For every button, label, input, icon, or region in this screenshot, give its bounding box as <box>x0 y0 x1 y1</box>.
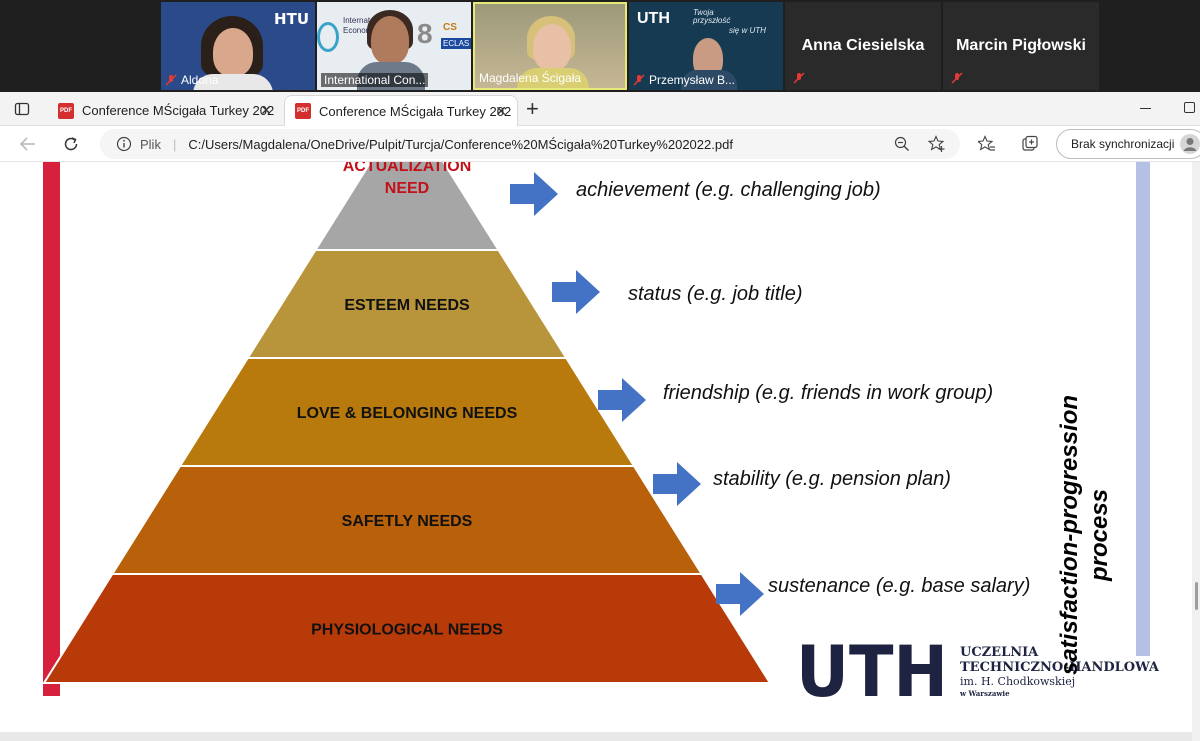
conference-cs-text: CS <box>443 22 457 33</box>
participant-name: Aldona <box>165 73 218 87</box>
side-label-line: satisfaction-progression <box>1056 394 1083 676</box>
right-arrow-icon <box>653 462 701 506</box>
url-field[interactable]: Plik | C:/Users/Magdalena/OneDrive/Pulpi… <box>100 129 960 159</box>
satisfaction-progression-label: satisfaction-progression process <box>1055 385 1115 685</box>
participant-tile-aldona[interactable]: HTU Aldona <box>161 2 315 90</box>
uth-logo-line: UCZELNIA <box>960 645 1039 660</box>
profile-avatar-icon <box>1180 134 1200 154</box>
participant-name: Anna Ciesielska <box>801 37 925 54</box>
tab-pdf-active[interactable]: PDF Conference MŚcigała Turkey 202 ✕ <box>284 95 518 126</box>
mic-off-icon <box>951 72 963 84</box>
mic-off-icon <box>165 74 177 86</box>
zoom-out-icon[interactable] <box>894 136 910 152</box>
htu-logo: HTU <box>274 10 309 28</box>
collections-icon[interactable] <box>1021 135 1039 153</box>
uth-logo-line: im. H. Chodkowskiej <box>960 675 1075 688</box>
pyramid-level-label: NEED <box>385 180 429 197</box>
right-blue-bar <box>1136 162 1150 656</box>
right-arrow-icon <box>716 572 764 616</box>
url-text[interactable]: C:/Users/Magdalena/OneDrive/Pulpit/Turcj… <box>188 136 733 152</box>
participant-tile-marcin[interactable]: Marcin Pigłowski <box>943 2 1099 90</box>
pyramid-level-label: LOVE & BELONGING NEEDS <box>297 405 518 422</box>
vertical-scrollbar[interactable] <box>1192 162 1200 741</box>
url-divider: | <box>172 136 177 152</box>
minimize-icon[interactable] <box>1140 108 1151 109</box>
refresh-icon[interactable] <box>62 135 80 153</box>
participant-name: International Con... <box>321 73 429 87</box>
tab-title: Conference MŚcigała Turkey 202 <box>82 103 275 118</box>
left-red-bar <box>43 162 60 696</box>
need-example-text: achievement (e.g. challenging job) <box>576 179 881 201</box>
pyramid-level-label: ESTEEM NEEDS <box>344 297 470 314</box>
add-favorite-icon[interactable] <box>928 135 946 153</box>
pyramid-level-label: SAFETLY NEEDS <box>342 513 473 530</box>
uth-logo-line: w Warszawie <box>959 689 1010 698</box>
uth-slogan: się w UTH <box>729 26 766 35</box>
uth-logo: UTH <box>637 10 670 27</box>
address-bar-row: Plik | C:/Users/Magdalena/OneDrive/Pulpi… <box>0 126 1200 162</box>
pyramid-level-label: ACTUALIZATION <box>343 162 472 175</box>
right-arrow-icon <box>552 270 600 314</box>
participant-name: Marcin Pigłowski <box>956 37 1086 54</box>
need-example-text: friendship (e.g. friends in work group) <box>663 382 994 404</box>
conference-banner-text: Internat <box>343 16 371 25</box>
favorites-icon[interactable] <box>978 135 996 153</box>
need-example-text: stability (e.g. pension plan) <box>713 468 951 490</box>
uth-logo-letters: UTH <box>796 631 948 713</box>
eclas-badge: ECLAS <box>441 38 471 49</box>
uth-logo-line: TECHNICZNO-HANDLOWA <box>960 660 1160 675</box>
uth-logo: UTH UCZELNIA TECHNICZNO-HANDLOWA im. H. … <box>796 631 1160 713</box>
conference-number: 8 <box>417 18 433 49</box>
sync-status-button[interactable]: Brak synchronizacji <box>1056 129 1200 159</box>
mic-off-icon <box>633 74 645 86</box>
uth-slogan: Twoja <box>693 8 714 17</box>
back-arrow-icon[interactable] <box>18 136 36 152</box>
pyramid-level-1 <box>313 162 501 251</box>
restore-icon[interactable] <box>1184 102 1195 113</box>
mic-off-icon <box>793 72 805 84</box>
participant-name: Przemysław B... <box>633 73 735 87</box>
video-call-strip: HTU Aldona Internat Economi 8 CS ECLAS I… <box>0 0 1200 92</box>
url-scheme-label: Plik <box>140 136 161 152</box>
participant-tile-magdalena[interactable]: Magdalena Ścigała <box>473 2 627 90</box>
close-tab-icon[interactable]: ✕ <box>495 102 507 119</box>
browser-tab-bar: PDF Conference MŚcigała Turkey 202 ✕ PDF… <box>0 92 1200 126</box>
need-example-text: sustenance (e.g. base salary) <box>768 575 1031 597</box>
scrollbar-thumb[interactable] <box>1195 582 1198 610</box>
uth-slogan: przyszłość <box>693 16 731 25</box>
conference-banner-text: Economi <box>343 26 375 35</box>
pyramid-level-5 <box>42 573 772 684</box>
participant-tile-international-conference[interactable]: Internat Economi 8 CS ECLAS Internationa… <box>317 2 471 90</box>
info-icon[interactable] <box>116 136 132 152</box>
right-arrow-icon <box>510 172 558 216</box>
new-tab-button[interactable]: + <box>526 96 539 121</box>
tab-pdf-inactive[interactable]: PDF Conference MŚcigała Turkey 202 ✕ <box>48 95 282 126</box>
side-label-line: process <box>1086 488 1113 582</box>
pyramid-level-label: PHYSIOLOGICAL NEEDS <box>311 622 503 639</box>
pdf-file-icon: PDF <box>295 103 311 119</box>
participant-name: Magdalena Ścigała <box>479 71 582 85</box>
right-arrow-icon <box>598 378 646 422</box>
arrows <box>510 172 764 616</box>
pdf-file-icon: PDF <box>58 102 74 119</box>
sync-status-label: Brak synchronizacji <box>1071 137 1175 151</box>
close-tab-icon[interactable]: ✕ <box>260 102 272 118</box>
tab-title: Conference MŚcigała Turkey 202 <box>319 103 512 119</box>
tab-actions-icon[interactable] <box>14 101 30 117</box>
participant-tile-przemyslaw[interactable]: UTH Twoja przyszłość się w UTH Przemysła… <box>629 2 783 90</box>
need-example-text: status (e.g. job title) <box>628 283 803 305</box>
participant-tile-anna[interactable]: Anna Ciesielska <box>785 2 941 90</box>
